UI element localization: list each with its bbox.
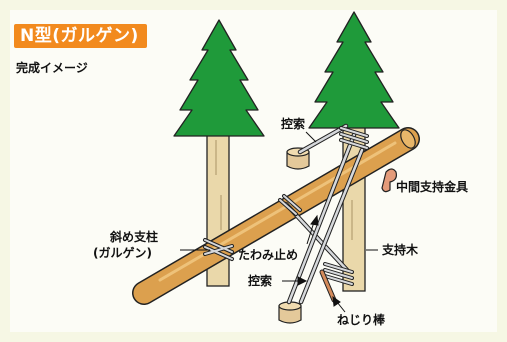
diagram-title: N型(ガルゲン) [14,24,147,48]
intermediate-bracket [381,168,397,193]
leader-lines [180,131,378,313]
label-support-tree: 支持木 [382,243,419,257]
label-slack-stopper: たわみ止め [238,248,299,262]
diagonal-pole [132,127,420,305]
lower-stake [278,301,302,324]
ropes [203,123,369,305]
label-guy-rope-upper: 控索 [281,117,306,131]
right-tree-foliage [308,11,400,129]
label-diagonal-pole-line1: 斜め支柱 [110,230,159,244]
diagram-subtitle: 完成イメージ [16,61,88,75]
left-tree-foliage [173,19,265,137]
label-twisting-rod: ねじり棒 [337,313,386,327]
label-guy-rope-lower: 控索 [248,274,273,288]
label-intermediate-bracket: 中間支持金具 [396,180,469,194]
label-diagonal-pole-line2: (ガルゲン) [93,246,152,260]
twisting-rod [319,269,337,303]
